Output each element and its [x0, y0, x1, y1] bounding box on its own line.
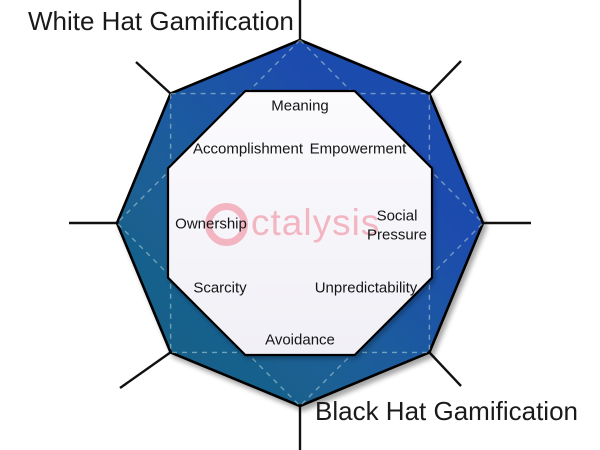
black-hat-title: Black Hat Gamification — [315, 396, 578, 426]
spoke-line-southeast — [428, 351, 462, 387]
white-hat-title: White Hat Gamification — [28, 6, 294, 36]
drive-label-empowerment: Empowerment — [309, 140, 407, 158]
inner-octagon-shape — [166, 89, 434, 357]
spoke-line-northeast — [428, 60, 462, 95]
drive-label-scarcity: Scarcity — [193, 279, 247, 297]
drive-label-social-pressure: Social Pressure — [366, 207, 428, 243]
drive-label-ownership: Ownership — [175, 215, 247, 233]
spoke-line-northwest — [135, 61, 172, 95]
spoke-lines — [69, 0, 531, 450]
drive-label-unpredictability: Unpredictability — [314, 279, 418, 297]
drive-label-meaning: Meaning — [271, 97, 329, 115]
drive-label-avoidance: Avoidance — [265, 331, 335, 349]
spoke-line-southwest — [119, 351, 172, 389]
drive-label-accomplishment: Accomplishment — [192, 140, 304, 158]
